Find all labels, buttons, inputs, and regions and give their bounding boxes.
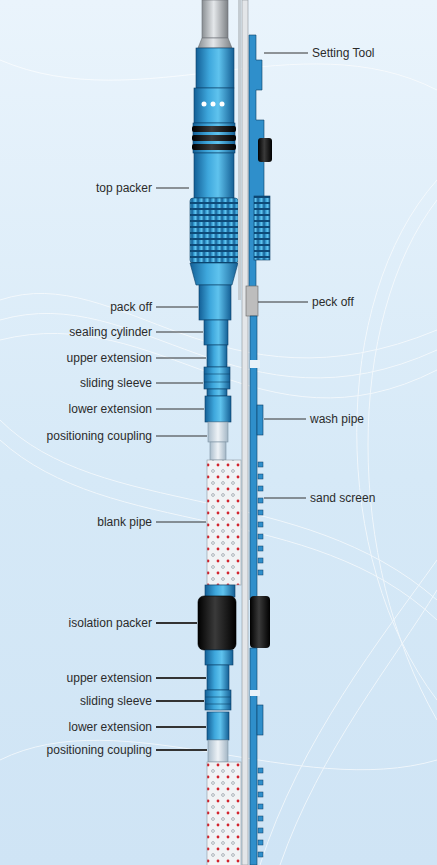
part-label: lower extension [69, 402, 152, 416]
part-label: positioning coupling [47, 429, 152, 443]
part-label: Setting Tool [312, 46, 375, 60]
part-label: pack off [110, 300, 152, 314]
part-label: peck off [312, 295, 354, 309]
part-label: positioning coupling [47, 743, 152, 757]
part-label: top packer [96, 181, 152, 195]
leader-lines [156, 53, 308, 750]
part-label: sealing cylinder [69, 325, 152, 339]
part-label: sliding sleeve [80, 694, 152, 708]
part-label: blank pipe [97, 515, 152, 529]
part-label: wash pipe [310, 412, 364, 426]
part-label: lower extension [69, 720, 152, 734]
part-label: sliding sleeve [80, 376, 152, 390]
part-label: sand screen [310, 491, 375, 505]
part-label: upper extension [67, 671, 152, 685]
part-label: isolation packer [69, 616, 152, 630]
part-label: upper extension [67, 351, 152, 365]
